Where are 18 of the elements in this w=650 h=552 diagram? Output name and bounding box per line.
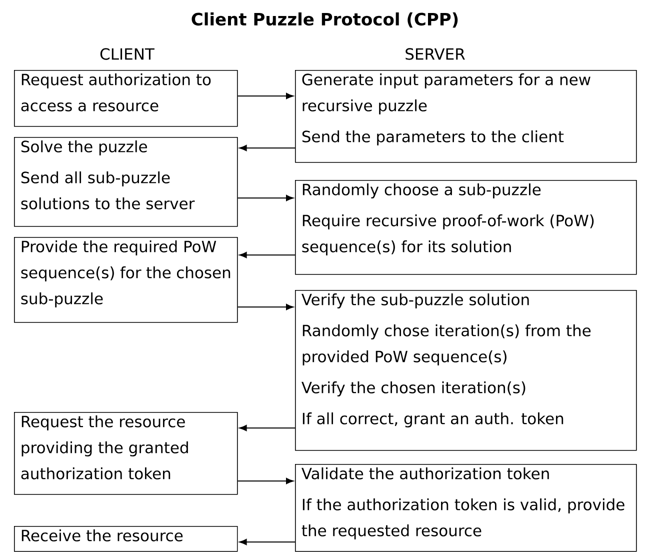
process-box: Generate input parameters for a new recursive puzzle Send the parameters to the client: [295, 70, 637, 163]
title: Client Puzzle Protocol (CPP): [192, 12, 458, 28]
process-box: Randomly choose a sub-puzzle Require recursive proof-of-work (PoW) sequence(s) for its solution: [295, 180, 637, 275]
process-box: Validate the authorization token If the authorization token is valid, provide the requested resource: [295, 464, 637, 552]
process-box: Request authorization to access a resource: [14, 70, 238, 127]
arrow: [237, 194, 294, 202]
arrow: [239, 424, 296, 432]
arrow: [239, 538, 296, 546]
arrow: [239, 252, 296, 258]
process-box: Request the resource providing the granted authorization token: [14, 412, 238, 495]
arrow: [237, 478, 294, 484]
arrow: [237, 92, 294, 100]
process-box: Verify the sub-puzzle solution Randomly chose iteration(s) from the provided PoW sequence(s) Verify the chosen iteration(s) If all correct, grant an auth. token: [295, 290, 637, 451]
process-box: Solve the puzzle Send all sub-puzzle solutions to the server: [14, 137, 238, 227]
process-box: Receive the resource: [14, 526, 238, 552]
process-box: Provide the required PoW sequence(s) for the chosen sub-puzzle: [14, 237, 238, 323]
arrow: [239, 144, 296, 152]
arrow: [237, 304, 294, 310]
